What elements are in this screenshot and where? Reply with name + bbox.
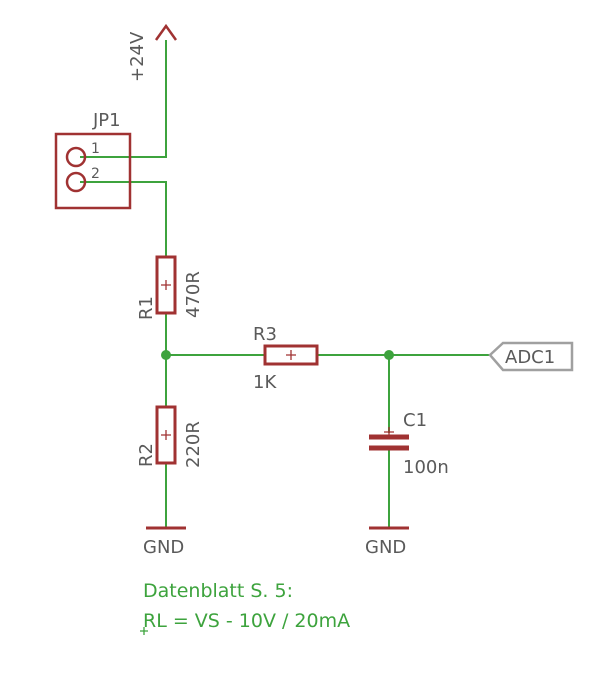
resistor-r1-name: R1 bbox=[136, 296, 157, 320]
net-port-label: ADC1 bbox=[505, 347, 555, 368]
supply-arrow-icon bbox=[154, 23, 178, 41]
resistor-r3-body bbox=[263, 344, 319, 366]
connector-body bbox=[54, 132, 132, 210]
resistor-r1-body bbox=[155, 255, 177, 315]
capacitor-c1-value: 100n bbox=[403, 457, 449, 478]
connector-pin1-icon bbox=[65, 146, 87, 168]
note-origin-icon bbox=[140, 627, 148, 635]
note-line-2: RL = VS - 10V / 20mA bbox=[143, 610, 350, 632]
net-port-outline-icon bbox=[488, 341, 574, 372]
connector-jp1[interactable]: JP1 1 2 bbox=[54, 110, 132, 210]
connector-pin2-number: 2 bbox=[91, 166, 100, 182]
wire-supply-to-jp1-pin1 bbox=[80, 40, 167, 158]
resistor-r2-body bbox=[155, 405, 177, 465]
resistor-r2-origin-icon bbox=[161, 430, 171, 440]
supply-symbol[interactable]: +24V bbox=[127, 23, 178, 82]
resistor-r1-origin-icon bbox=[161, 280, 171, 290]
net-port-adc1[interactable]: ADC1 bbox=[488, 341, 574, 372]
resistor-r2-value: 220R bbox=[183, 421, 204, 468]
resistor-r3-origin-icon bbox=[286, 350, 296, 360]
connector-pin2-icon bbox=[65, 171, 87, 193]
wires bbox=[80, 40, 490, 527]
resistor-r3-value: 1K bbox=[253, 372, 277, 393]
ground-symbol-left[interactable]: GND bbox=[143, 526, 186, 558]
resistor-r1[interactable]: R1 470R bbox=[136, 255, 204, 320]
ground-symbol-right[interactable]: GND bbox=[365, 526, 409, 558]
ground-right-label: GND bbox=[365, 537, 406, 558]
resistor-r3-name: R3 bbox=[253, 324, 277, 345]
junction-dot-divider bbox=[161, 350, 171, 360]
resistor-r2-name: R2 bbox=[136, 443, 157, 467]
datasheet-note: Datenblatt S. 5: RL = VS - 10V / 20mA bbox=[140, 580, 350, 635]
resistor-r3[interactable]: R3 1K bbox=[253, 324, 319, 393]
capacitor-c1-origin-icon bbox=[384, 427, 394, 437]
supply-label: +24V bbox=[127, 31, 148, 82]
note-line-1: Datenblatt S. 5: bbox=[143, 580, 293, 602]
connector-pin1-number: 1 bbox=[91, 141, 100, 157]
capacitor-c1[interactable]: C1 100n bbox=[369, 410, 449, 478]
resistor-r1-value: 470R bbox=[183, 271, 204, 318]
wire-jp1-pin2-to-r1 bbox=[80, 181, 167, 257]
resistor-r2[interactable]: R2 220R bbox=[136, 405, 204, 468]
junction-dot-filter bbox=[384, 350, 394, 360]
capacitor-c1-name: C1 bbox=[403, 410, 427, 431]
connector-name: JP1 bbox=[92, 110, 121, 131]
ground-left-label: GND bbox=[143, 537, 184, 558]
